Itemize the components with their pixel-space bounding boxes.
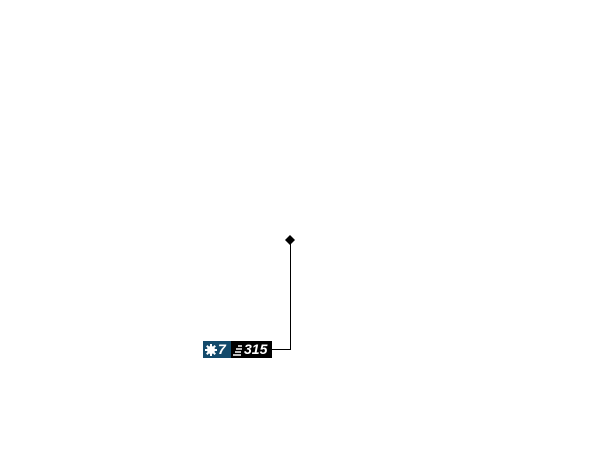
count-value: 7: [218, 341, 226, 357]
value-segment: 315: [231, 341, 272, 358]
leader-line-vertical: [290, 240, 291, 350]
leader-line-horizontal: [272, 349, 291, 350]
gear-icon: [205, 343, 217, 356]
count-segment: 7: [203, 341, 231, 358]
speed-value: 315: [244, 341, 268, 357]
marker-label[interactable]: 7 315: [203, 341, 272, 358]
speed-lines-icon: [233, 344, 242, 356]
